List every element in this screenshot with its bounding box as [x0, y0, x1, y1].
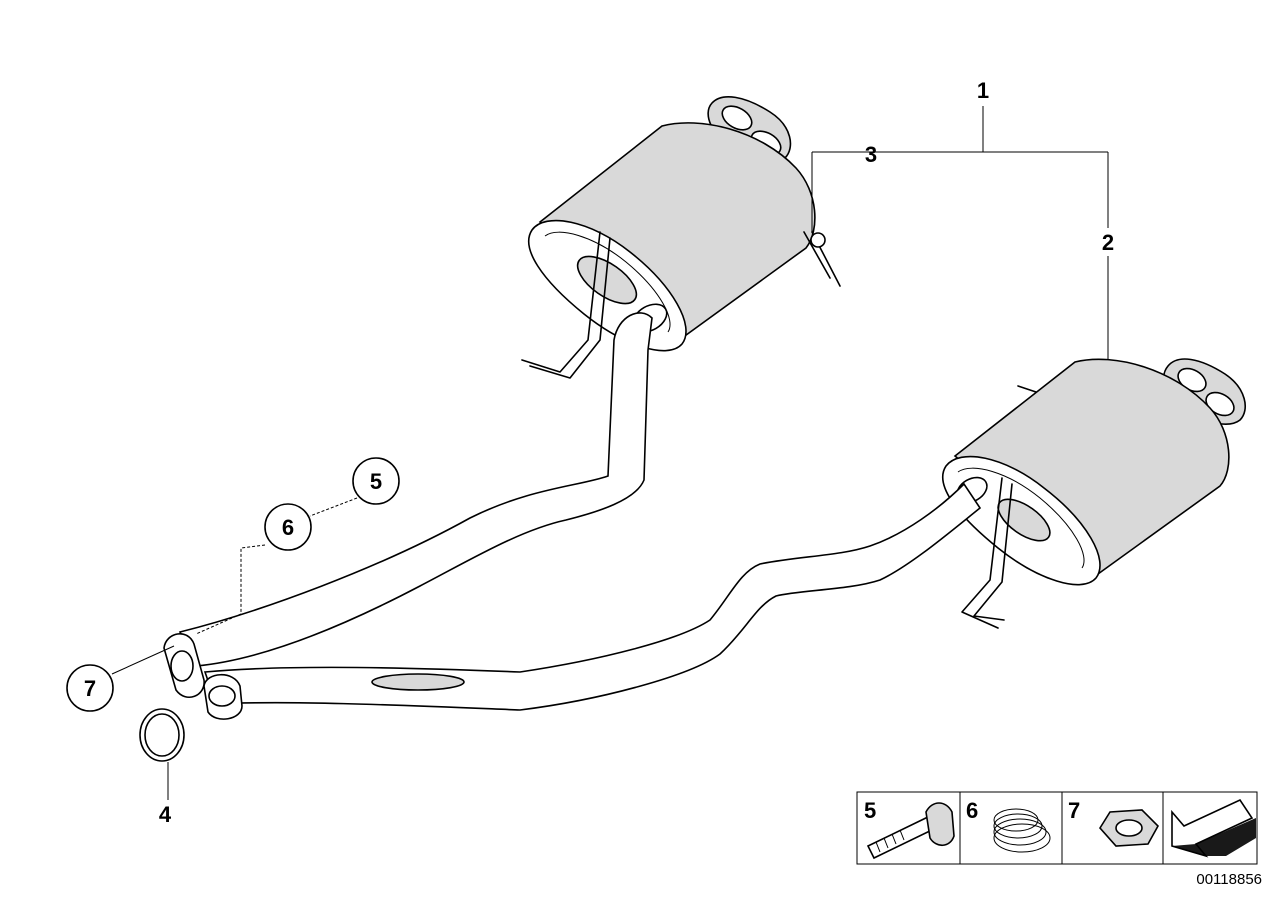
callout-6-circle: 6 — [264, 503, 312, 551]
legend-label-6: 6 — [966, 798, 978, 823]
lower-muffler — [941, 358, 1246, 629]
spring-icon — [993, 808, 1051, 853]
legend-label-5: 5 — [864, 798, 876, 823]
callout-7-circle: 7 — [66, 664, 114, 712]
callout-7: 7 — [84, 676, 96, 701]
callout-5-circle: 5 — [352, 457, 400, 505]
parts-legend: 5 6 7 — [856, 791, 1258, 865]
connecting-pipes — [163, 312, 982, 720]
callout-4: 4 — [159, 802, 172, 827]
callout-5: 5 — [370, 469, 382, 494]
leader-lines — [111, 106, 1109, 800]
direction-arrow-icon — [1171, 798, 1256, 858]
reference-number: 00118856 — [1196, 871, 1262, 888]
legend-label-7: 7 — [1068, 798, 1080, 823]
callout-2: 2 — [1102, 230, 1114, 255]
callout-1: 1 — [977, 78, 989, 103]
bolt-icon — [866, 802, 955, 860]
upper-muffler — [521, 96, 841, 379]
hex-nut-icon — [1099, 809, 1159, 847]
callout-3: 3 — [865, 142, 877, 167]
gasket-ring — [139, 708, 185, 762]
callout-6: 6 — [282, 515, 294, 540]
